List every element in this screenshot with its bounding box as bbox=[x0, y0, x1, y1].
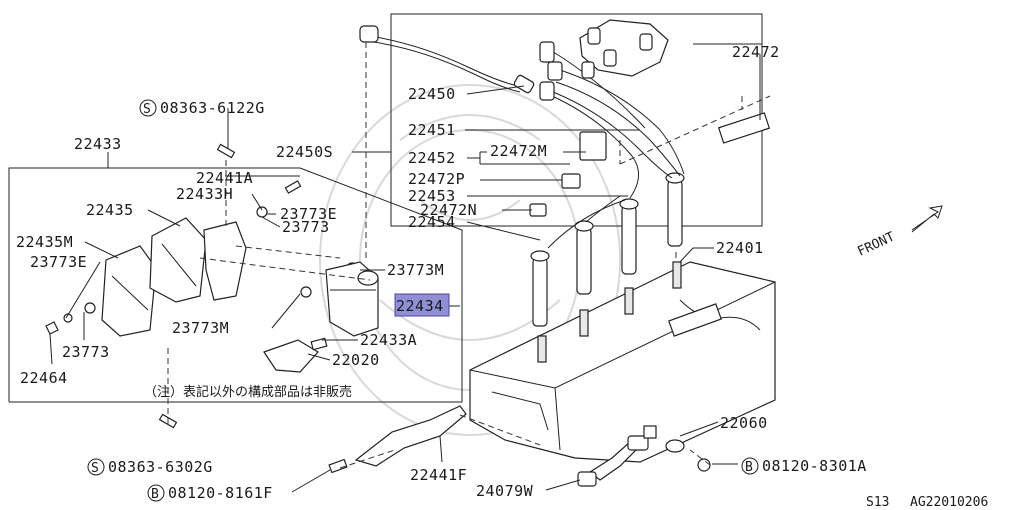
label-24079W[interactable]: 24079W bbox=[476, 482, 534, 500]
label-22452[interactable]: 22452 bbox=[408, 149, 456, 167]
label-22453[interactable]: 22453 bbox=[408, 187, 456, 205]
label-22441F[interactable]: 22441F bbox=[410, 466, 467, 484]
label-bolt-bottom[interactable]: 08363-6302G bbox=[108, 458, 213, 476]
footer-model: S13 bbox=[866, 495, 889, 510]
label-22464[interactable]: 22464 bbox=[20, 369, 68, 387]
svg-text:S: S bbox=[91, 461, 99, 476]
label-22450[interactable]: 22450 bbox=[408, 85, 456, 103]
label-22450S[interactable]: 22450S bbox=[276, 143, 333, 161]
label-22060[interactable]: 22060 bbox=[720, 414, 768, 432]
label-22433A[interactable]: 22433A bbox=[360, 331, 417, 349]
label-bolt-b2[interactable]: 08120-8301A bbox=[762, 457, 867, 475]
ignition-coil bbox=[325, 261, 379, 337]
label-22434[interactable]: 22434 bbox=[396, 297, 444, 315]
not-for-sale-note: （注）表記以外の構成部品は非販売 bbox=[144, 384, 352, 400]
label-23773M-b[interactable]: 23773M bbox=[172, 319, 229, 337]
svg-text:S: S bbox=[143, 102, 151, 117]
distributor-cap bbox=[579, 19, 669, 79]
label-22451[interactable]: 22451 bbox=[408, 121, 456, 139]
label-22020[interactable]: 22020 bbox=[332, 351, 380, 369]
label-22472M[interactable]: 22472M bbox=[490, 142, 547, 160]
engine-block bbox=[469, 261, 776, 463]
label-22441A[interactable]: 22441A bbox=[196, 169, 253, 187]
label-23773-a[interactable]: 23773 bbox=[282, 218, 330, 236]
bolt-callouts: S 08363-6122G S 08363-6302G B 08120-8161… bbox=[87, 99, 867, 502]
footer-code: AG22010206 bbox=[910, 495, 988, 510]
svg-text:B: B bbox=[745, 460, 753, 475]
leader-lines bbox=[49, 43, 762, 493]
spark-plugs bbox=[537, 252, 682, 363]
dashed-guides bbox=[167, 42, 771, 469]
label-23773-b[interactable]: 23773 bbox=[62, 343, 110, 361]
svg-text:B: B bbox=[151, 487, 159, 502]
front-arrow bbox=[911, 205, 943, 233]
label-bolt-b1[interactable]: 08120-8161F bbox=[168, 484, 273, 502]
label-22472N[interactable]: 22472N bbox=[420, 201, 477, 219]
label-22472P[interactable]: 22472P bbox=[408, 170, 465, 188]
label-22435[interactable]: 22435 bbox=[86, 201, 134, 219]
label-22433H[interactable]: 22433H bbox=[176, 185, 233, 203]
label-front: FRONT bbox=[855, 229, 897, 259]
part-labels: 22472 22450 22451 22450S 22452 22472M 22… bbox=[16, 43, 897, 500]
label-22454[interactable]: 22454 bbox=[408, 213, 456, 231]
coil-group-frame bbox=[8, 167, 463, 403]
label-22472[interactable]: 22472 bbox=[732, 43, 780, 61]
plug-boots bbox=[530, 172, 685, 327]
highlight-22434[interactable] bbox=[394, 293, 450, 317]
lower-parts bbox=[328, 405, 711, 487]
label-23773E-a[interactable]: 23773E bbox=[280, 205, 337, 223]
label-22433[interactable]: 22433 bbox=[74, 135, 122, 153]
ignition-wires bbox=[359, 25, 685, 249]
label-23773M-a[interactable]: 23773M bbox=[387, 261, 444, 279]
igniter bbox=[263, 337, 328, 373]
label-bolt-top[interactable]: 08363-6122G bbox=[160, 99, 265, 117]
wire-holders bbox=[529, 112, 771, 217]
label-23773E-b[interactable]: 23773E bbox=[30, 253, 87, 271]
label-22401[interactable]: 22401 bbox=[716, 239, 764, 257]
label-22435M[interactable]: 22435M bbox=[16, 233, 73, 251]
